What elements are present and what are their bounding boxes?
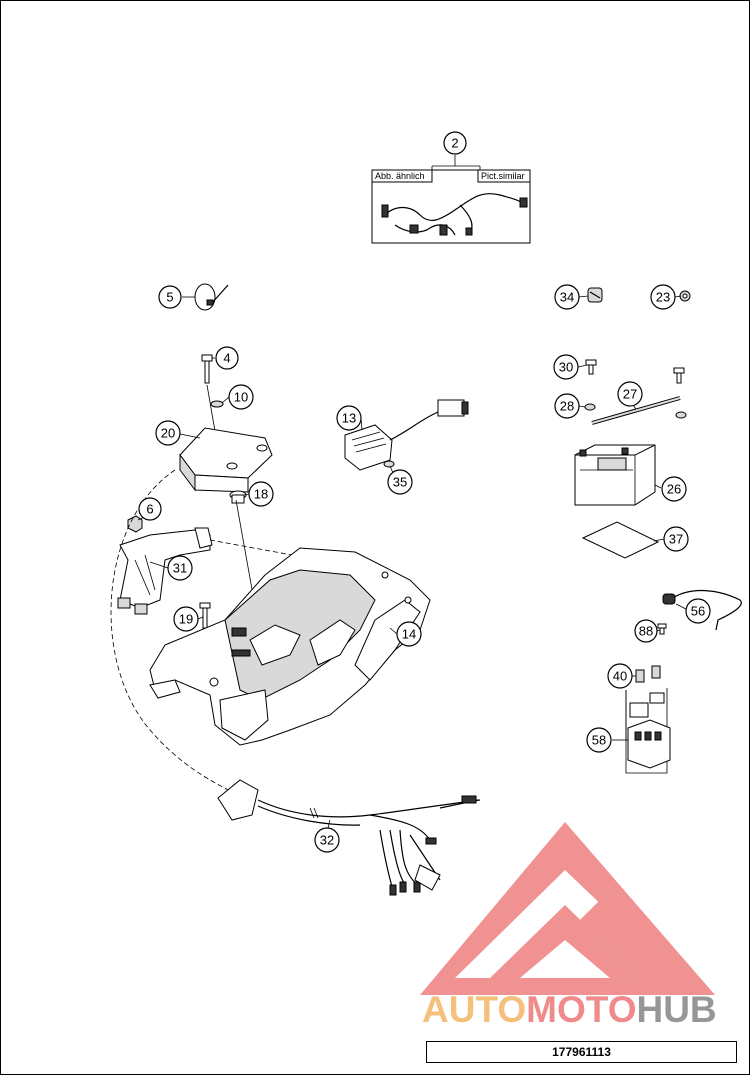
svg-text:31: 31 (173, 561, 187, 576)
callout-10: 10 (228, 384, 254, 410)
svg-text:34: 34 (560, 290, 574, 305)
svg-text:27: 27 (623, 387, 637, 402)
callout-20: 20 (155, 420, 181, 446)
cable-tie-icon (194, 283, 229, 311)
callout-88: 88 (634, 619, 658, 643)
screw-88-icon (657, 623, 667, 635)
battery-pad-icon (581, 521, 660, 559)
callout-35: 35 (387, 469, 413, 495)
washer-part-icon (210, 400, 224, 408)
battery-icon (574, 444, 656, 506)
callout-27: 27 (617, 381, 643, 407)
callout-26: 26 (661, 476, 687, 502)
svg-text:32: 32 (320, 833, 334, 848)
svg-text:14: 14 (402, 627, 416, 642)
svg-text:37: 37 (669, 532, 683, 547)
svg-text:56: 56 (691, 604, 705, 619)
callout-6: 6 (138, 497, 162, 521)
callout-34: 34 (554, 284, 580, 310)
screw-30-icon (585, 359, 597, 375)
clip-part-icon (587, 287, 603, 303)
svg-text:13: 13 (342, 411, 356, 426)
callout-31: 31 (167, 555, 193, 581)
fuse-40-icon (635, 665, 661, 683)
callout-58: 58 (586, 727, 612, 753)
svg-text:6: 6 (146, 502, 153, 517)
callout-5: 5 (158, 285, 182, 309)
battery-holder-frame-icon (149, 547, 431, 746)
callout-32: 32 (314, 827, 340, 853)
control-unit-icon (179, 427, 273, 493)
screw-19-icon (199, 602, 211, 629)
svg-text:18: 18 (254, 487, 268, 502)
svg-text:58: 58 (592, 733, 606, 748)
callout-19: 19 (173, 606, 199, 632)
inset-label-english: Pict.similar (481, 171, 525, 181)
screw-part-icon (201, 354, 213, 384)
fuse-box-icon (625, 688, 671, 774)
svg-text:30: 30 (559, 360, 573, 375)
callout-56: 56 (685, 598, 711, 624)
callout-14: 14 (396, 621, 422, 647)
svg-text:23: 23 (656, 290, 670, 305)
svg-text:28: 28 (560, 399, 574, 414)
callout-37: 37 (663, 526, 689, 552)
svg-text:19: 19 (179, 612, 193, 627)
watermark-logo-text: AUTOMOTOHUB (422, 989, 717, 1030)
screw-35-icon (383, 460, 395, 468)
main-harness-icon (217, 779, 481, 896)
nut-6-icon (127, 515, 143, 533)
callout-28: 28 (554, 393, 580, 419)
callout-40: 40 (607, 663, 633, 689)
watermark-logo-icon (420, 822, 715, 995)
grommet-part-icon (229, 490, 247, 504)
bracket-part-icon (117, 527, 213, 615)
svg-text:40: 40 (613, 669, 627, 684)
svg-text:10: 10 (234, 390, 248, 405)
svg-text:2: 2 (451, 136, 458, 151)
svg-text:26: 26 (667, 482, 681, 497)
washer-28-icon (584, 403, 596, 411)
callout-18: 18 (248, 481, 274, 507)
callout-13: 13 (336, 405, 362, 431)
battery-cable-icon (591, 367, 687, 425)
svg-text:88: 88 (639, 624, 653, 639)
callout-23: 23 (650, 284, 676, 310)
callout-30: 30 (553, 354, 579, 380)
svg-text:5: 5 (166, 290, 173, 305)
inset-harness: Abb. ähnlich Pict.similar (371, 155, 531, 244)
svg-text:20: 20 (161, 426, 175, 441)
svg-text:4: 4 (223, 351, 230, 366)
inset-label-german: Abb. ähnlich (375, 171, 425, 181)
part-number-label: 177961113 (426, 1041, 737, 1063)
voltage-regulator-icon (344, 399, 469, 471)
svg-text:35: 35 (393, 475, 407, 490)
cable-56-icon (662, 589, 742, 631)
callout-4: 4 (215, 346, 239, 370)
callout-2: 2 (443, 131, 467, 155)
nut-part-icon (679, 290, 691, 302)
